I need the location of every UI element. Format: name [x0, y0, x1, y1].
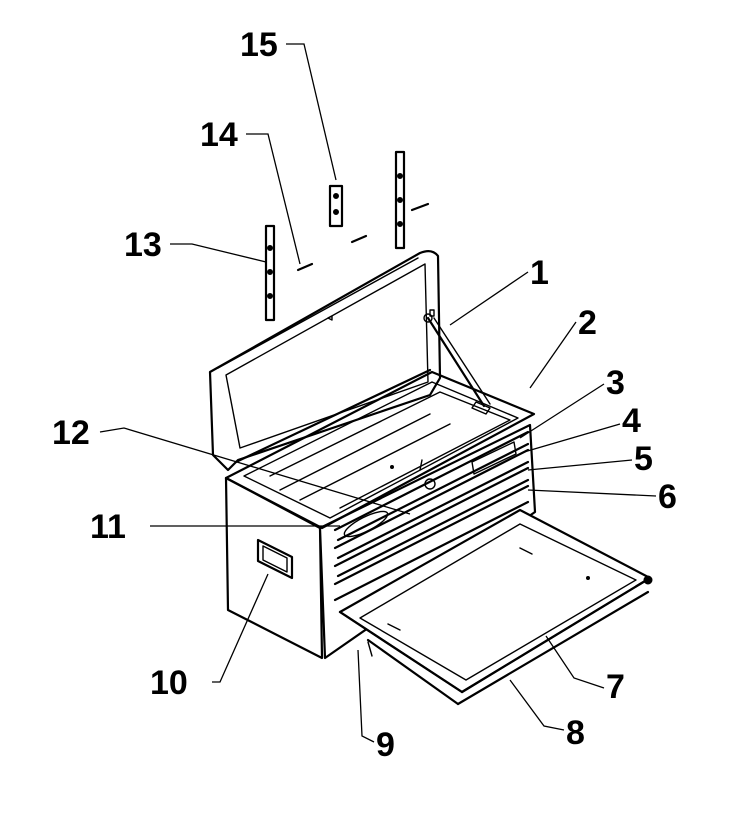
open-drawer	[338, 508, 653, 706]
lid-support-stay	[423, 313, 491, 415]
callout-10: 10	[150, 664, 188, 702]
callout-7: 7	[606, 668, 625, 706]
callout-2: 2	[578, 304, 597, 342]
callout-14: 14	[200, 116, 238, 154]
hinge-bracket	[328, 184, 344, 228]
callout-12: 12	[52, 414, 90, 452]
hinge-strip-right	[394, 150, 406, 250]
callout-5: 5	[634, 440, 653, 478]
drawer-stack	[333, 430, 530, 602]
callout-13: 13	[124, 226, 162, 264]
callout-9: 9	[376, 726, 395, 764]
callout-6: 6	[658, 478, 677, 516]
callout-1: 1	[530, 254, 549, 292]
leader-lines	[99, 43, 657, 743]
callout-4: 4	[622, 402, 641, 440]
hinge-strip-left	[264, 224, 276, 322]
callout-15: 15	[240, 26, 278, 64]
callout-8: 8	[566, 714, 585, 752]
part-callouts: 1 2 3 4 5 6 7 8 9 10 11 12 13 14 15	[52, 26, 677, 764]
lid	[208, 249, 442, 472]
side-handle	[256, 538, 294, 580]
callout-11: 11	[90, 508, 126, 546]
screws	[296, 202, 430, 272]
callout-3: 3	[606, 364, 625, 402]
